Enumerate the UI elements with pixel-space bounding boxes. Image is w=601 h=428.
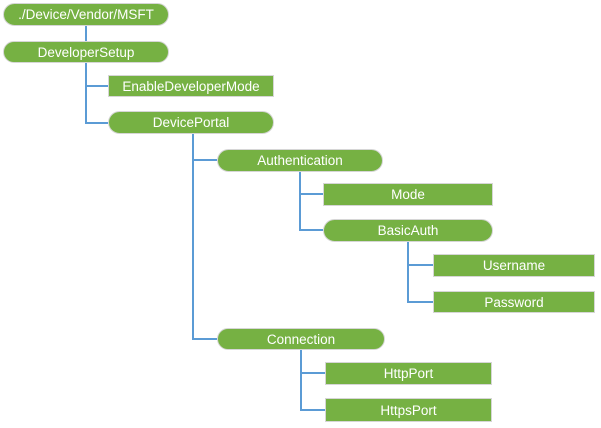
connector-segment (85, 122, 108, 124)
connector-segment (299, 172, 301, 231)
node-username: Username (433, 254, 595, 277)
connector-segment (407, 242, 409, 303)
connector-segment (192, 134, 194, 340)
connector-segment (85, 63, 87, 124)
node-basic-auth: BasicAuth (323, 219, 493, 242)
connector-segment (300, 409, 325, 411)
node-enable-developer-mode: EnableDeveloperMode (108, 75, 274, 97)
connector-segment (192, 338, 217, 340)
node-root: ./Device/Vendor/MSFT (3, 3, 169, 26)
node-https-port: HttpsPort (325, 398, 492, 422)
connector-segment (299, 193, 323, 195)
connector-segment (407, 301, 433, 303)
connector-segment (299, 229, 323, 231)
node-password: Password (433, 291, 595, 313)
node-connection: Connection (217, 328, 385, 350)
node-mode: Mode (323, 183, 493, 206)
connector-segment (300, 350, 302, 411)
connector-segment (85, 26, 87, 41)
connector-segment (192, 159, 217, 161)
connector-segment (407, 264, 433, 266)
node-authentication: Authentication (217, 149, 383, 172)
connector-segment (300, 372, 325, 374)
node-http-port: HttpPort (325, 362, 492, 385)
connector-segment (85, 85, 108, 87)
node-device-portal: DevicePortal (108, 111, 274, 134)
node-developer-setup: DeveloperSetup (3, 41, 169, 63)
